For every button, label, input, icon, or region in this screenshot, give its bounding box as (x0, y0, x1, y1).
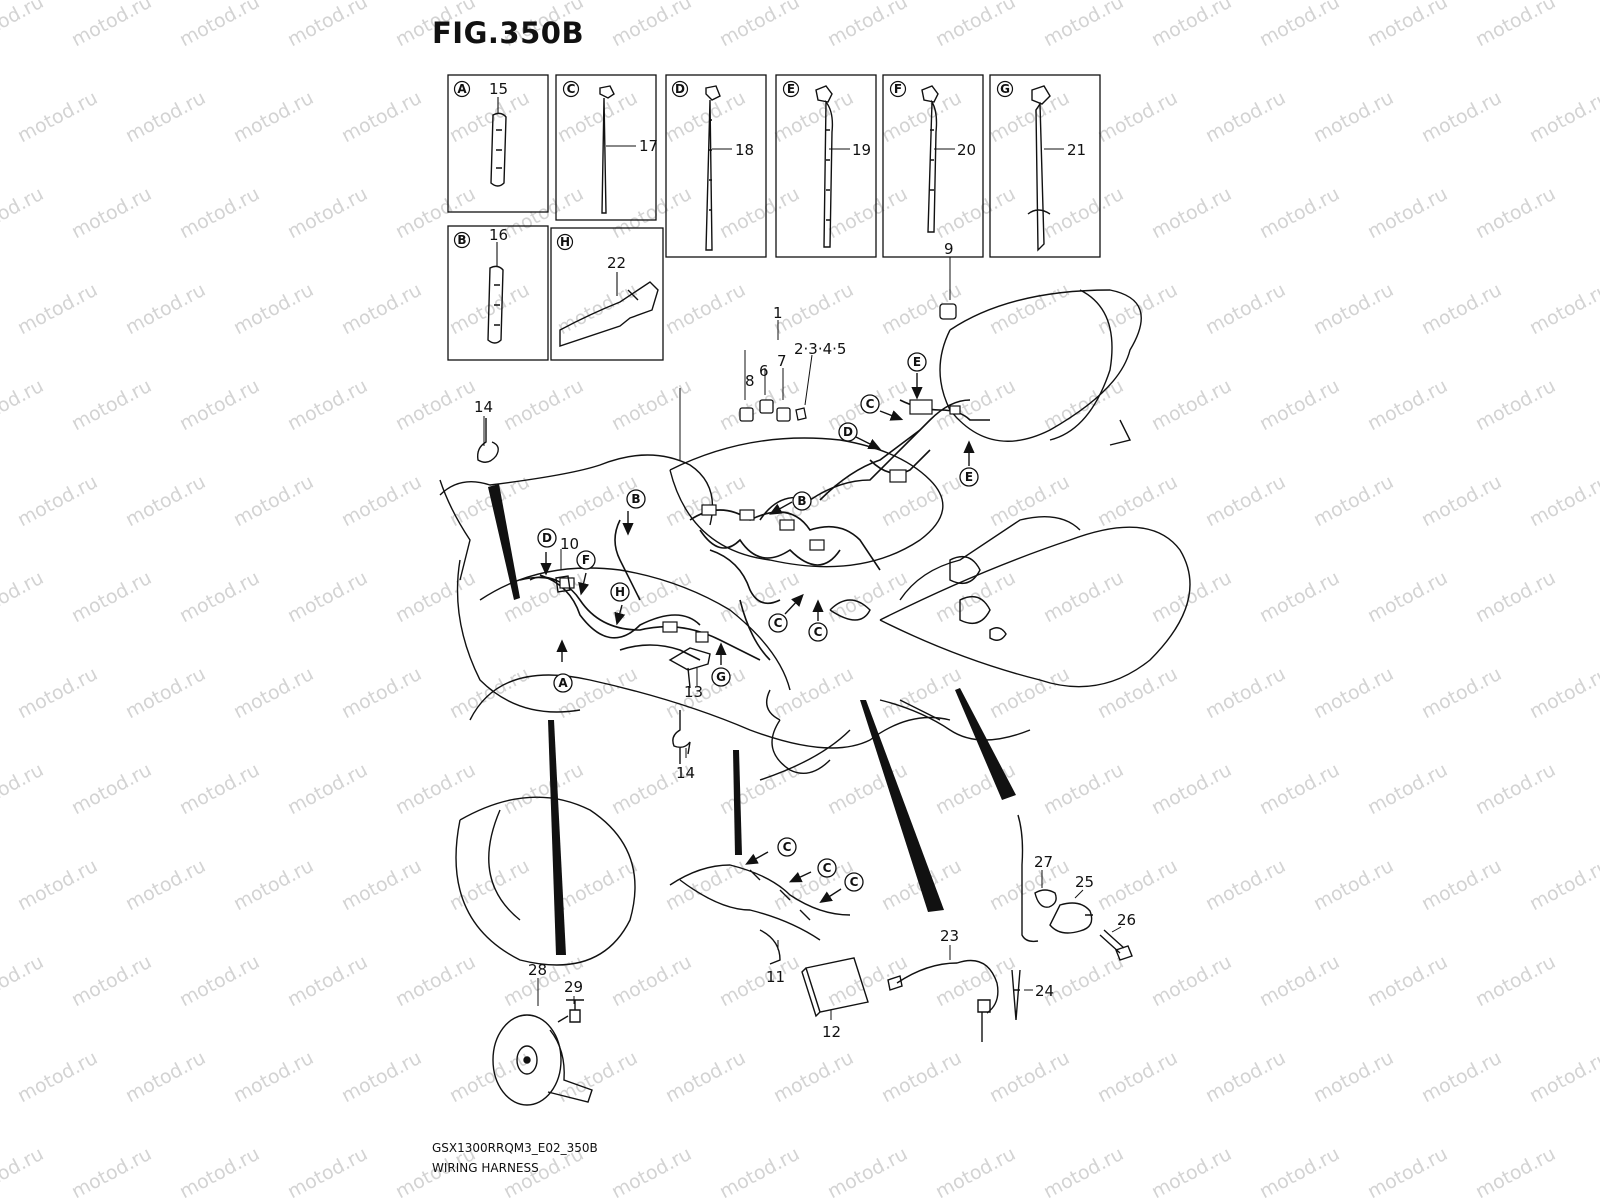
part-label-23: 23 (940, 927, 959, 945)
svg-text:G: G (1000, 82, 1010, 96)
part-label-28: 28 (528, 961, 547, 979)
bolt-26 (1099, 929, 1133, 961)
part-label-7: 7 (777, 352, 787, 370)
part-label-24: 24 (1035, 982, 1054, 1000)
cable-tie-18-icon (705, 85, 721, 251)
inset-box-h (550, 227, 664, 361)
sensor-10 (529, 575, 571, 593)
part-number-20: 20 (957, 141, 976, 159)
ecu-12 (801, 957, 869, 1018)
part-number-16: 16 (489, 226, 508, 244)
callout-e-2: E (965, 470, 973, 484)
part-number-15: 15 (489, 80, 508, 98)
inset-box-c (555, 74, 657, 221)
clip-22-icon (559, 281, 659, 347)
harness-connectors (559, 399, 961, 643)
callout-b-1: B (797, 494, 806, 508)
part-label-6: 6 (759, 362, 769, 380)
part-number-18: 18 (735, 141, 754, 159)
pointer-wedges (488, 484, 1016, 955)
inset-box-d (665, 74, 767, 258)
part-label-27: 27 (1034, 853, 1053, 871)
part-label-2-5: 2·3·4·5 (794, 340, 846, 358)
cable-tie-19-icon (815, 85, 834, 248)
main-harness (519, 399, 990, 661)
callout-h-1: H (615, 585, 625, 599)
svg-text:E: E (787, 82, 795, 96)
svg-text:B: B (457, 233, 466, 247)
clip-14-top (476, 418, 499, 463)
part-number-21: 21 (1067, 141, 1086, 159)
callout-c-3: C (814, 625, 823, 639)
callout-c-1: C (866, 397, 875, 411)
part-label-9: 9 (944, 240, 954, 258)
cable-tie-21-icon (1027, 85, 1051, 252)
part-label-8: 8 (745, 372, 755, 390)
inset-letter-callouts: A C D E F G B H (453, 80, 1014, 251)
inset-box-e (775, 74, 877, 258)
part-label-13: 13 (684, 683, 703, 701)
callout-f-1: F (582, 553, 590, 567)
clamp-15-icon (490, 112, 507, 187)
cable-tie-20-icon (921, 85, 939, 233)
inset-box-g (989, 74, 1101, 258)
inset-box-a (447, 74, 549, 213)
callout-c-4: C (783, 840, 792, 854)
horn-28 (492, 1014, 593, 1106)
part-number-22: 22 (607, 254, 626, 272)
callout-d-1: D (843, 425, 853, 439)
callout-g-1: G (716, 670, 726, 684)
part-label-11: 11 (766, 968, 785, 986)
location-callouts (537, 352, 979, 892)
part-number-19: 19 (852, 141, 871, 159)
part-label-26: 26 (1117, 911, 1136, 929)
callout-c-2: C (774, 616, 783, 630)
part-label-10: 10 (560, 535, 579, 553)
callout-d-2: D (542, 531, 552, 545)
sensor-cable-23 (887, 959, 999, 1042)
part-label-14-bottom: 14 (676, 764, 695, 782)
clamp-16-icon (487, 265, 504, 344)
callout-a-1: A (558, 676, 568, 690)
svg-text:H: H (560, 235, 570, 249)
part-label-29: 29 (564, 978, 583, 996)
part-label-14-top: 14 (474, 398, 493, 416)
callout-e-1: E (913, 355, 921, 369)
svg-text:D: D (675, 82, 685, 96)
part-label-25: 25 (1075, 873, 1094, 891)
svg-text:C: C (567, 82, 576, 96)
callout-c-5: C (823, 861, 832, 875)
callout-c-6: C (850, 875, 859, 889)
motorcycle-outline (439, 289, 1191, 966)
figure-title: FIG.350B (432, 16, 585, 50)
relays (739, 303, 957, 422)
callout-b-2: B (631, 492, 640, 506)
part-number-17: 17 (639, 137, 658, 155)
part-label-12: 12 (822, 1023, 841, 1041)
svg-text:F: F (894, 82, 902, 96)
clip-14-bottom (672, 710, 691, 764)
drawing-code: GSX1300RRQM3_E02_350B (432, 1141, 598, 1155)
screw-29 (566, 999, 584, 1023)
side-stand-switch (1017, 814, 1093, 943)
inset-box-f (882, 74, 984, 258)
spring-24 (1011, 969, 1021, 1021)
svg-text:A: A (457, 82, 467, 96)
bracket-13 (668, 647, 711, 689)
drawing-name: WIRING HARNESS (432, 1161, 539, 1175)
sub-harness-11 (669, 864, 851, 965)
inset-box-b (447, 225, 549, 361)
cable-tie-17-icon (599, 85, 615, 214)
part-label-1: 1 (773, 304, 783, 322)
